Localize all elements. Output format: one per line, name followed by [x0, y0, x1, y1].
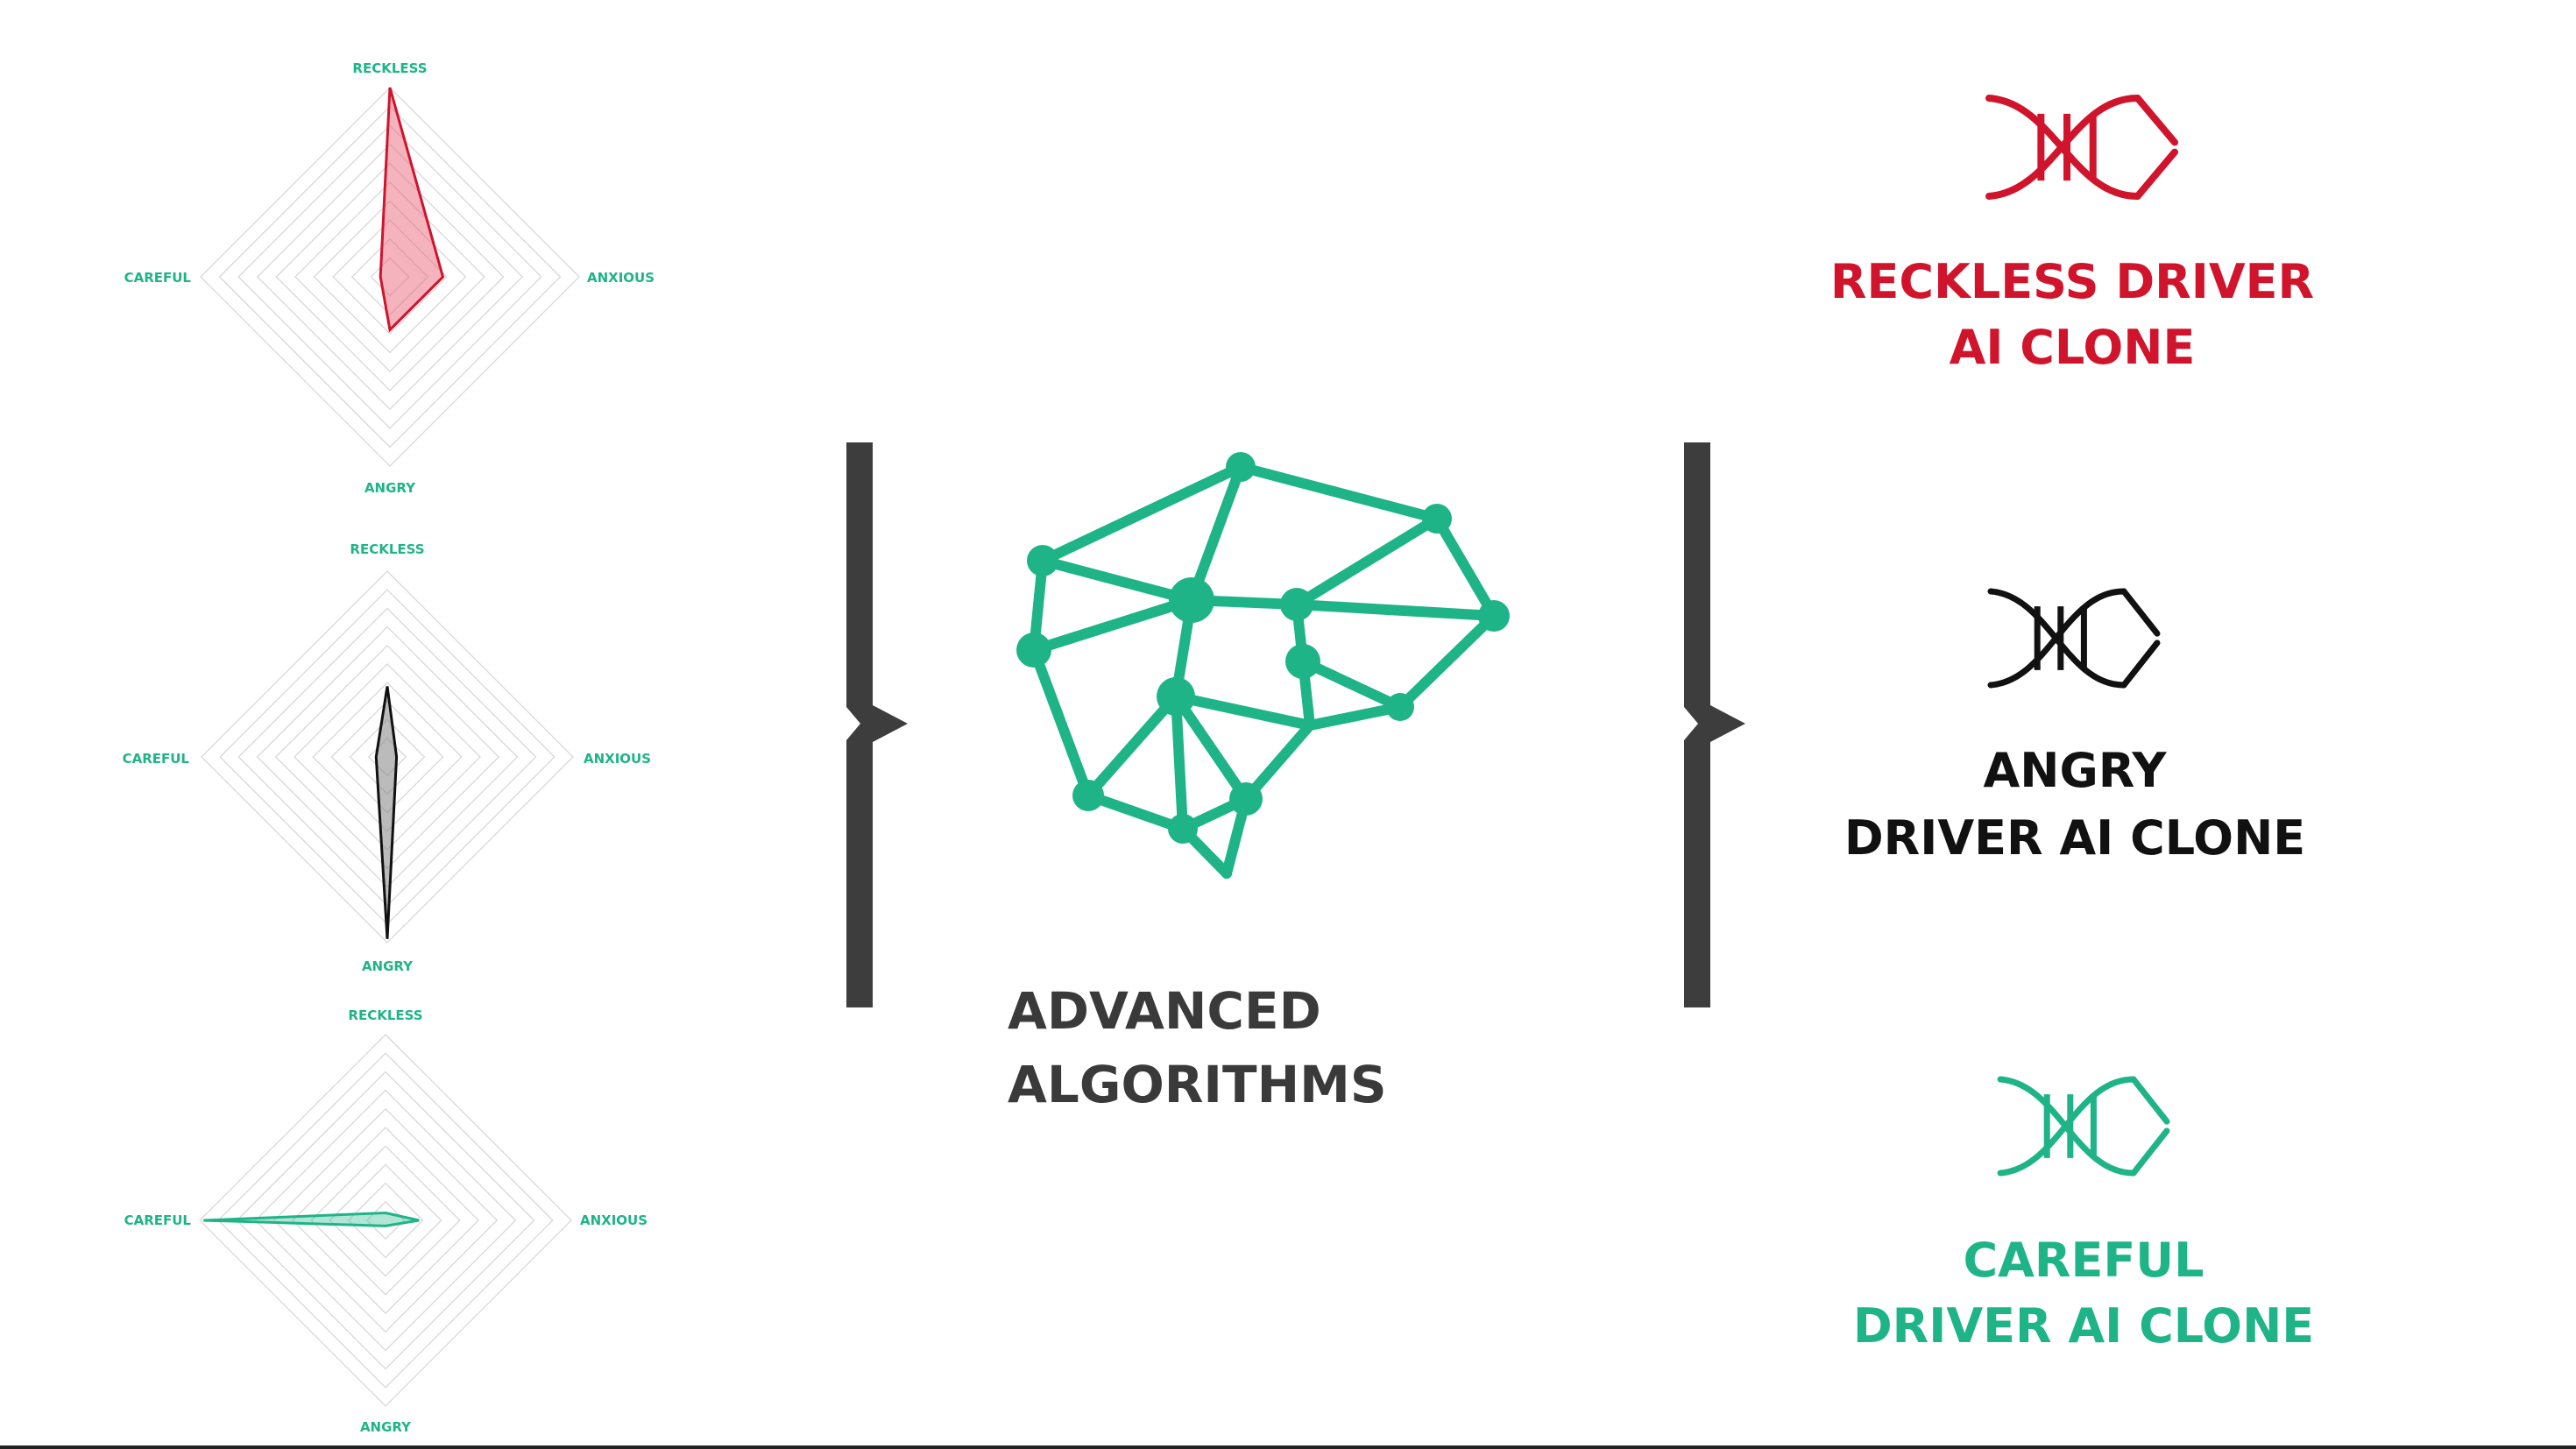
network-edge: [1235, 462, 1442, 524]
radar-grid-ring: [236, 1071, 535, 1370]
dna-strand: [2134, 95, 2178, 146]
radar-grid-ring: [310, 1145, 461, 1296]
network-node: [1169, 577, 1214, 623]
radar-grid-ring: [199, 1034, 572, 1407]
radar-grid-ring: [370, 257, 410, 297]
radar-grid-ring: [237, 124, 542, 429]
radar-grid-ring: [218, 105, 562, 449]
dna-strand: [2130, 1127, 2170, 1177]
network-edge: [1432, 513, 1499, 621]
radar-shape-reckless: [379, 87, 445, 333]
network-edge: [1305, 702, 1405, 731]
network-node: [1027, 545, 1058, 576]
network-node: [1305, 720, 1315, 731]
axis-label-careful: CAREFUL: [124, 1212, 192, 1228]
neural-network-icon: [1016, 452, 1510, 879]
network-edge: [1395, 611, 1499, 712]
axis-label-angry: ANGRY: [362, 958, 414, 974]
network-edge: [1029, 595, 1197, 655]
radar-grid-ring: [332, 219, 448, 335]
radar-grid-ring: [275, 162, 505, 392]
network-edge: [1292, 513, 1442, 610]
center-title-line2: ALGORITHMS: [1008, 1055, 1387, 1114]
radar-grid-ring: [347, 1182, 424, 1259]
radar-chart-reckless: RECKLESS ANXIOUS ANGRY CAREFUL: [124, 60, 655, 496]
radar-grid-ring: [254, 1089, 517, 1352]
radar-grid-ring: [272, 1107, 499, 1333]
network-edge: [1292, 599, 1499, 621]
network-edge: [1037, 462, 1246, 566]
network-node: [1226, 452, 1256, 482]
radar-grid-ring: [201, 570, 574, 944]
network-edge: [1037, 555, 1197, 605]
network-edge: [1171, 691, 1251, 804]
dna-strand: [2130, 1076, 2170, 1125]
network-edges: [1029, 462, 1499, 879]
network-node: [1478, 600, 1510, 632]
output-angry-line2: DRIVER AI CLONE: [1844, 810, 2305, 866]
network-node: [1386, 693, 1414, 721]
dna-strand: [1987, 588, 2127, 689]
network-node: [1229, 782, 1263, 816]
network-node: [1221, 868, 1232, 879]
radar-grid-ring: [292, 1127, 479, 1314]
radar-grid-ring: [200, 87, 580, 467]
network-node: [1280, 588, 1313, 621]
network-node: [1072, 780, 1104, 811]
right-bracket: [1684, 442, 1745, 1007]
network-edge: [1029, 645, 1093, 801]
network-node: [1422, 504, 1452, 534]
output-angry-line1: ANGRY: [1983, 743, 2167, 798]
radar-grid: [200, 87, 580, 467]
axis-label-angry: ANGRY: [364, 480, 416, 496]
network-node: [1285, 644, 1320, 679]
axis-label-reckless: RECKLESS: [352, 60, 427, 76]
radar-grid-ring: [217, 1052, 554, 1389]
axis-label-reckless: RECKLESS: [348, 1007, 422, 1023]
dna-strand: [2134, 148, 2178, 200]
radar-grid-ring: [329, 1163, 442, 1277]
radar-grid-ring: [313, 200, 467, 354]
axis-label-anxious: ANXIOUS: [584, 751, 651, 767]
axis-label-angry: ANGRY: [360, 1419, 412, 1435]
network-nodes: [1016, 452, 1510, 879]
dna-strand: [1997, 1076, 2137, 1177]
radar-grid-ring: [256, 143, 524, 411]
radar-grid: [199, 1034, 572, 1407]
network-edge: [1083, 691, 1181, 801]
network-edge: [1298, 656, 1405, 712]
center-title-line1: ADVANCED: [1008, 981, 1321, 1041]
radar-grid-ring: [294, 181, 485, 372]
axis-label-anxious: ANXIOUS: [580, 1212, 648, 1228]
axis-label-reckless: RECKLESS: [350, 541, 424, 557]
bottom-border: [0, 1445, 2576, 1449]
output-reckless-line1: RECKLESS DRIVER: [1830, 254, 2314, 309]
network-edge: [1171, 691, 1188, 834]
radar-chart-careful: RECKLESS ANXIOUS ANGRY CAREFUL: [124, 1007, 648, 1435]
network-edge: [1083, 790, 1188, 834]
radar-grid-ring: [350, 237, 429, 316]
network-node: [1157, 677, 1195, 716]
output-careful-line1: CAREFUL: [1963, 1233, 2204, 1288]
dna-strand: [2120, 588, 2161, 637]
network-node: [1168, 814, 1198, 844]
left-bracket: [846, 442, 908, 1007]
radar-chart-angry: RECKLESS ANXIOUS ANGRY CAREFUL: [123, 541, 651, 974]
dna-strand: [1985, 95, 2141, 200]
network-edge: [1186, 462, 1246, 605]
axis-label-careful: CAREFUL: [124, 270, 192, 286]
dna-icon-careful: [1997, 1076, 2170, 1177]
radar-shape-careful: [203, 1212, 420, 1227]
output-careful-line2: DRIVER AI CLONE: [1853, 1298, 2314, 1354]
dna-icon-angry: [1987, 588, 2161, 689]
axis-label-anxious: ANXIOUS: [587, 270, 655, 286]
radar-shape-angry: [374, 686, 399, 939]
network-edge: [1171, 691, 1315, 731]
dna-icon-reckless: [1985, 95, 2178, 200]
dna-strand: [2120, 640, 2161, 689]
output-reckless-line2: AI CLONE: [1950, 320, 2196, 375]
network-node: [1016, 633, 1051, 668]
axis-label-careful: CAREFUL: [123, 751, 190, 767]
